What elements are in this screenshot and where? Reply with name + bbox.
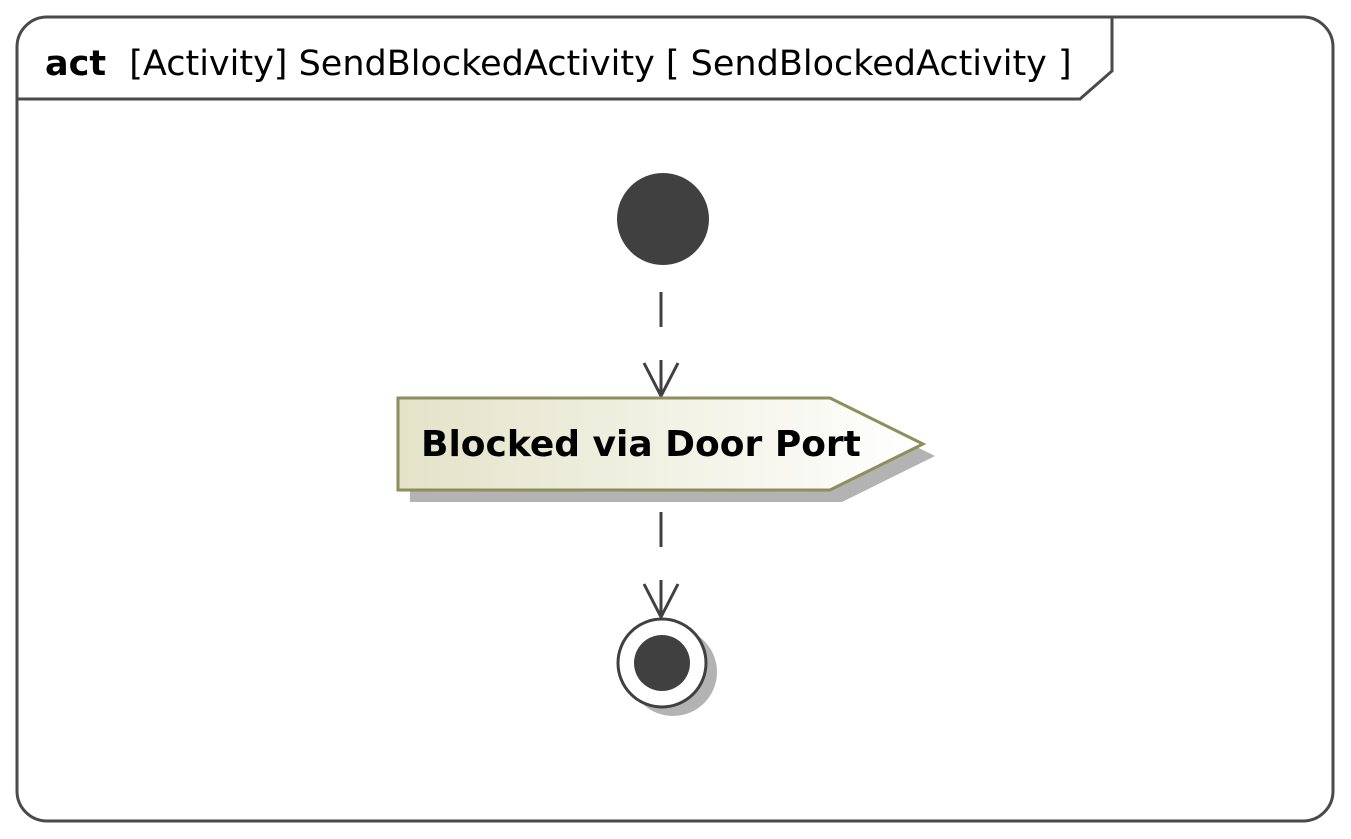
initial-node[interactable] — [617, 173, 709, 265]
final-node-core — [634, 635, 690, 691]
frame-name: [Activity] SendBlockedActivity [ SendBlo… — [129, 44, 1071, 84]
control-flow-initial-to-action[interactable] — [642, 292, 680, 400]
activity-final-node[interactable] — [616, 617, 717, 716]
flow-arrowhead — [642, 583, 680, 621]
action-shape — [396, 396, 927, 492]
send-signal-action[interactable]: Blocked via Door Port — [396, 396, 935, 502]
flow-arrowhead — [642, 362, 680, 400]
frame-title-tab — [17, 17, 1114, 101]
frame-keyword: act — [45, 44, 106, 84]
action-label: Blocked via Door Port — [421, 424, 861, 465]
frame-title: act [Activity] SendBlockedActivity [ Sen… — [45, 44, 1072, 84]
control-flow-action-to-final[interactable] — [642, 512, 680, 621]
